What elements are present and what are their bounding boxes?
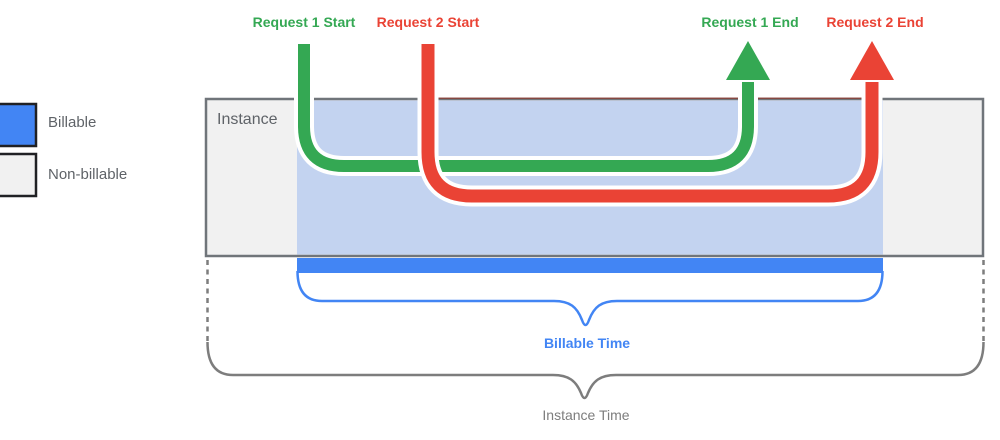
request-2-path — [421, 44, 879, 203]
request-1-arrowhead — [720, 33, 776, 84]
billable-region — [297, 100, 883, 255]
request-2-start-label: Request 2 Start — [376, 14, 480, 30]
request-2-arrowhead — [844, 33, 900, 84]
legend-label-non-billable: Non-billable — [48, 166, 128, 183]
billable-time-label: Billable Time — [543, 335, 631, 351]
request-1-path — [298, 44, 754, 172]
legend-label-billable: Billable — [48, 114, 97, 131]
instance-label: Instance — [217, 111, 278, 128]
request-2-end-label: Request 2 End — [826, 14, 924, 30]
billable-time-brace — [296, 270, 884, 327]
legend-swatch-billable — [0, 102, 38, 148]
instance-time-label: Instance Time — [542, 407, 630, 423]
request-1-start-label: Request 1 Start — [252, 14, 356, 30]
request-1-end-label: Request 1 End — [701, 14, 799, 30]
billable-time-bar — [297, 258, 883, 273]
legend-swatch-non-billable — [0, 152, 38, 198]
instance-time-brace — [206, 341, 985, 400]
